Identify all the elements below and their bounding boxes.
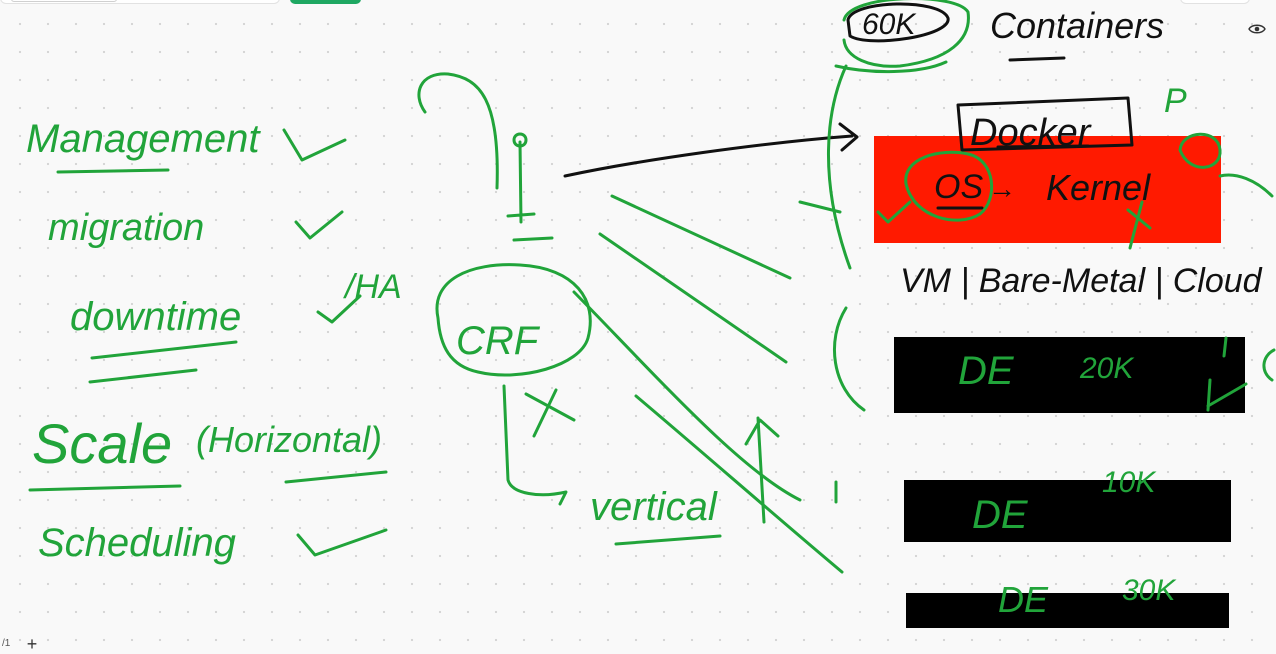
note-20k: 20K: [1079, 352, 1135, 385]
ink-line-cross-3: [572, 290, 802, 502]
note-de-3: DE: [998, 579, 1049, 620]
ink-check-os: [876, 200, 912, 224]
ink-check-management: [282, 128, 347, 162]
ink-tail-corner: [1218, 173, 1274, 198]
ink-line-cross-4: [634, 394, 844, 574]
ink-underline-horizontal: [284, 470, 388, 484]
black-block-1: [894, 337, 1245, 413]
note-os: OS: [934, 168, 983, 206]
ink-arc-left-docker: [826, 64, 852, 270]
ink-x-mark: [524, 388, 576, 438]
ink-arrow-head: [838, 122, 859, 152]
note-vertical: vertical: [590, 485, 718, 529]
ink-circle-corner: [1178, 132, 1222, 169]
ink-line-cross-1: [610, 194, 792, 280]
ink-underline-vertical: [614, 534, 722, 546]
note-scale: Scale: [32, 412, 172, 475]
ink-key-loop: [512, 132, 528, 148]
ink-dash-os: [798, 200, 842, 214]
note-kernel: Kernel: [1046, 167, 1151, 208]
note-crf: CRF: [456, 319, 541, 363]
note-60k: 60K: [862, 8, 917, 41]
note-p-mark: P: [1164, 82, 1187, 120]
note-downtime: downtime: [70, 295, 241, 339]
ink-bracket-vertical: [502, 384, 568, 506]
note-ha: /HA: [343, 268, 402, 306]
ink-circle-60k-green: [842, 0, 970, 68]
ink-underline-management: [56, 168, 170, 174]
ink-underline-scale: [28, 484, 182, 492]
ink-edge-arc: [1262, 348, 1276, 382]
ink-arrow-to-docker: [563, 134, 854, 178]
page-navigation: /1 +: [0, 634, 50, 653]
ink-p-arrow: [1206, 336, 1248, 412]
note-horizontal: (Horizontal): [196, 419, 382, 460]
note-de-1: DE: [958, 349, 1015, 393]
add-page-button[interactable]: +: [26, 633, 38, 654]
black-block-3: [906, 593, 1229, 628]
ink-underline-downtime-1: [90, 340, 238, 360]
ink-bracket-top: [417, 72, 499, 190]
note-management: Management: [26, 117, 261, 161]
ink-check-downtime: [316, 294, 362, 324]
black-block-2: [904, 480, 1231, 542]
page-indicator: /1: [2, 638, 11, 649]
note-migration: migration: [48, 207, 204, 249]
note-vm-line: VM | Bare-Metal | Cloud: [900, 262, 1263, 300]
note-scheduling: Scheduling: [38, 521, 236, 565]
ink-box-docker: [956, 96, 1134, 152]
ink-line-cross-2: [598, 232, 788, 364]
ink-upward-arrow: [744, 416, 780, 524]
ink-key-stem: [506, 140, 536, 224]
ink-circle-crf: [435, 263, 592, 377]
share-button[interactable]: [290, 0, 361, 4]
ink-cross-kernel: [1126, 200, 1152, 250]
note-de-2: DE: [972, 493, 1029, 537]
ink-arc-left-de: [833, 306, 866, 412]
note-30k: 30K: [1122, 574, 1177, 607]
ink-underline-downtime-2: [88, 368, 198, 384]
note-10k: 10K: [1102, 466, 1157, 499]
ink-dash-under-key: [512, 236, 554, 242]
ink-check-scheduling: [296, 528, 388, 557]
ink-underline-60k: [834, 60, 948, 74]
ink-underline-containers: [1008, 56, 1066, 62]
visibility-toggle[interactable]: [1246, 19, 1268, 39]
ink-circle-60k: [846, 2, 950, 43]
ink-check-migration: [294, 210, 344, 240]
ink-circle-os: [904, 150, 994, 222]
note-containers: Containers: [990, 5, 1164, 46]
eye-icon: [1248, 24, 1266, 34]
ink-underline-docker: [996, 144, 1090, 149]
